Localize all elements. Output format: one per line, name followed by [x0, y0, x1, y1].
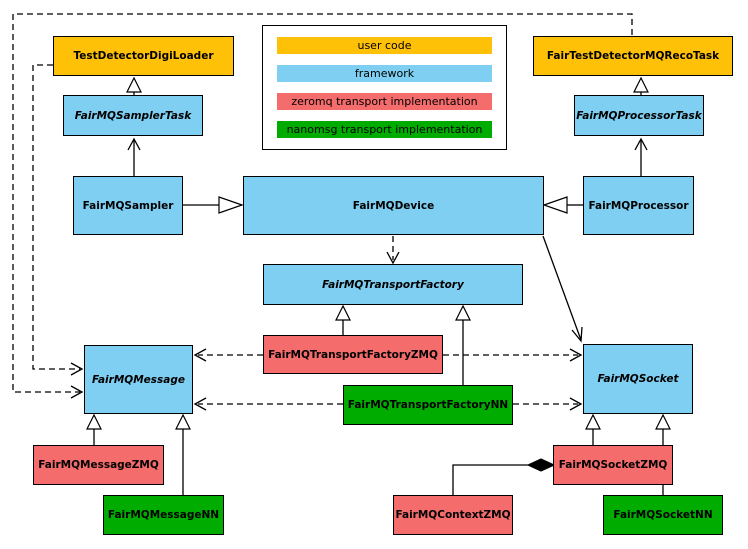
class-box-fairmq-sampler-task: FairMQSamplerTask	[63, 95, 203, 136]
class-box-fair-test-detector-mq-reco-task: FairTestDetectorMQRecoTask	[533, 36, 733, 76]
class-box-fairmq-sampler: FairMQSampler	[73, 176, 183, 235]
open-arrowhead	[193, 348, 207, 362]
inheritance-triangle	[126, 76, 142, 93]
edge-digiloader-to-message-dep	[32, 64, 80, 370]
legend-item-nanomsg: nanomsg transport implementation	[277, 121, 492, 138]
inheritance-triangle	[455, 304, 471, 321]
class-box-fairmq-message-zmq: FairMQMessageZMQ	[33, 445, 164, 485]
open-arrowhead	[386, 251, 400, 265]
open-arrowhead	[70, 362, 84, 376]
composition-diamond	[526, 458, 556, 472]
open-arrowhead	[634, 137, 648, 151]
legend-item-zeromq: zeromq transport implementation	[277, 93, 492, 110]
inheritance-triangle	[633, 76, 649, 93]
inheritance-triangle	[335, 304, 351, 321]
class-box-test-detector-digi-loader: TestDetectorDigiLoader	[53, 36, 234, 76]
open-arrowhead	[70, 385, 84, 399]
inheritance-triangle	[175, 413, 191, 430]
open-arrowhead	[569, 397, 583, 411]
open-arrowhead	[127, 137, 141, 151]
legend: user code framework zeromq transport imple…	[262, 25, 507, 150]
class-box-fairmq-transport-factory: FairMQTransportFactory	[263, 264, 523, 305]
edge-contextzmq-to-socketzmq	[452, 464, 528, 495]
class-box-fairmq-socket-zmq: FairMQSocketZMQ	[553, 445, 673, 485]
class-box-fairmq-transport-factory-zmq: FairMQTransportFactoryZMQ	[263, 335, 443, 374]
inheritance-triangle	[542, 196, 568, 214]
class-box-fairmq-device: FairMQDevice	[243, 176, 544, 235]
class-box-fairmq-transport-factory-nn: FairMQTransportFactoryNN	[343, 385, 513, 425]
open-arrowhead	[193, 397, 207, 411]
class-box-fairmq-socket: FairMQSocket	[583, 344, 693, 414]
inheritance-triangle	[585, 413, 601, 430]
class-box-fairmq-context-zmq: FairMQContextZMQ	[393, 495, 513, 535]
open-arrowhead	[571, 326, 583, 343]
class-box-fairmq-message: FairMQMessage	[84, 345, 193, 414]
inheritance-triangle	[86, 413, 102, 430]
legend-item-framework: framework	[277, 65, 492, 82]
edge-device-to-socket	[542, 235, 582, 341]
class-box-fairmq-socket-nn: FairMQSocketNN	[603, 495, 723, 535]
class-box-fairmq-processor-task: FairMQProcessorTask	[574, 95, 704, 136]
open-arrowhead	[569, 348, 583, 362]
legend-item-user_code: user code	[277, 37, 492, 54]
inheritance-triangle	[218, 196, 244, 214]
inheritance-triangle	[655, 413, 671, 430]
edge-recotask-to-message-dep	[12, 13, 633, 393]
class-box-fairmq-message-nn: FairMQMessageNN	[103, 495, 224, 535]
class-box-fairmq-processor: FairMQProcessor	[583, 176, 694, 235]
